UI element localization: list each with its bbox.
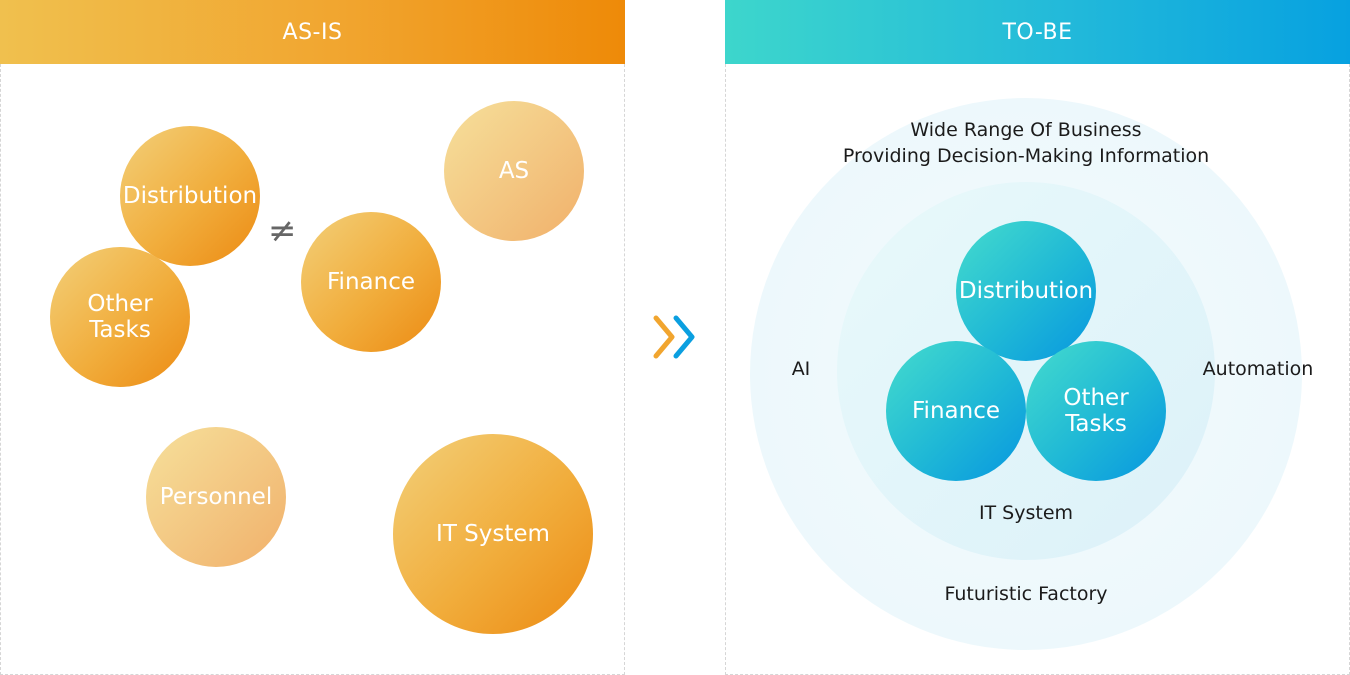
to-be-ai-label: AI (791, 358, 811, 380)
to-be-futuristic-factory-label: Futuristic Factory (944, 583, 1108, 605)
as-is-header: AS-IS (0, 0, 625, 64)
to-be-top-text-line2: Providing Decision-Making Information (842, 145, 1210, 167)
to-be-it-system-label: IT System (978, 502, 1074, 524)
to-be-distribution-bubble: Distribution (956, 221, 1096, 361)
not-equal-icon: ≠ (268, 211, 297, 251)
to-be-other-tasks-bubble: Other Tasks (1026, 341, 1166, 481)
as-is-finance-bubble: Finance (301, 212, 441, 352)
as-is-personnel-bubble: Personnel (146, 427, 286, 567)
as-is-panel: AS-IS (0, 0, 625, 675)
to-be-top-text-line1: Wide Range Of Business (910, 119, 1142, 141)
to-be-automation-label: Automation (1202, 358, 1314, 380)
as-is-as-bubble: AS (444, 101, 584, 241)
to-be-header: TO-BE (725, 0, 1350, 64)
double-chevron-right-icon (653, 315, 695, 359)
as-is-other-tasks-bubble: Other Tasks (50, 247, 190, 387)
as-is-distribution-bubble: Distribution (120, 126, 260, 266)
as-is-it-system-bubble: IT System (393, 434, 593, 634)
to-be-finance-bubble: Finance (886, 341, 1026, 481)
